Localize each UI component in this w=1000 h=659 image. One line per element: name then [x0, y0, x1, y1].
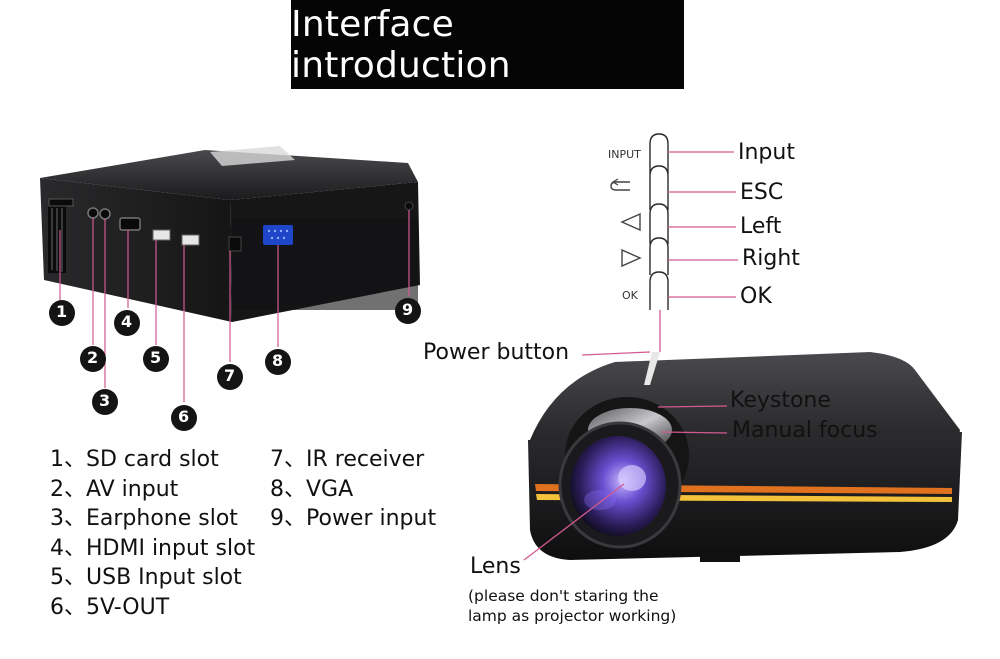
badge-8: 8	[272, 351, 284, 370]
legend-item: 2、AV input	[50, 476, 179, 502]
label-left: Left	[740, 214, 782, 239]
lens-note-line-1: (please don't staring the	[468, 587, 659, 605]
legend-item: 1、SD card slot	[50, 447, 219, 472]
lens-note-line-2: lamp as projector working)	[468, 607, 677, 625]
label-power-button: Power button	[423, 340, 570, 365]
label-ok: OK	[740, 284, 772, 309]
ports-legend-col-1: 1、SD card slot 2、AV input 3、Earphone slo…	[50, 445, 255, 622]
legend-item: 6、5V-OUT	[50, 594, 170, 620]
input-key-text: INPUT	[608, 148, 641, 161]
label-right: Right	[742, 246, 800, 271]
legend-item: 9、Power input	[270, 506, 437, 531]
label-manual-focus: Manual focus	[732, 418, 878, 443]
button-leader-lines	[581, 151, 738, 356]
badge-9: 9	[402, 300, 414, 319]
badge-5: 5	[150, 348, 162, 367]
badge-2: 2	[87, 348, 99, 367]
badge-7: 7	[224, 366, 236, 385]
badge-6: 6	[178, 407, 190, 426]
legend-item: 8、VGA	[270, 476, 354, 502]
ports-legend-col-2: 7、IR receiver 8、VGA 9、Power input	[270, 445, 436, 534]
badge-4: 4	[121, 312, 133, 331]
title-banner: Interface introduction	[291, 0, 684, 89]
port-badges	[49, 298, 421, 431]
badge-1: 1	[56, 302, 68, 321]
label-keystone: Keystone	[730, 388, 831, 413]
front-projector-image	[528, 352, 962, 562]
badge-3: 3	[99, 391, 111, 410]
ok-key-text: OK	[622, 289, 638, 302]
control-buttons-strip	[610, 133, 669, 310]
legend-item: 5、USB Input slot	[50, 565, 242, 590]
front-leader-lines	[523, 405, 728, 561]
label-lens: Lens	[470, 554, 521, 579]
label-input: Input	[738, 140, 795, 165]
legend-item: 3、Earphone slot	[50, 506, 238, 531]
legend-item: 7、IR receiver	[270, 447, 425, 472]
page-title: Interface introduction	[291, 3, 511, 86]
label-esc: ESC	[740, 180, 784, 205]
legend-item: 4、HDMI input slot	[50, 535, 256, 561]
